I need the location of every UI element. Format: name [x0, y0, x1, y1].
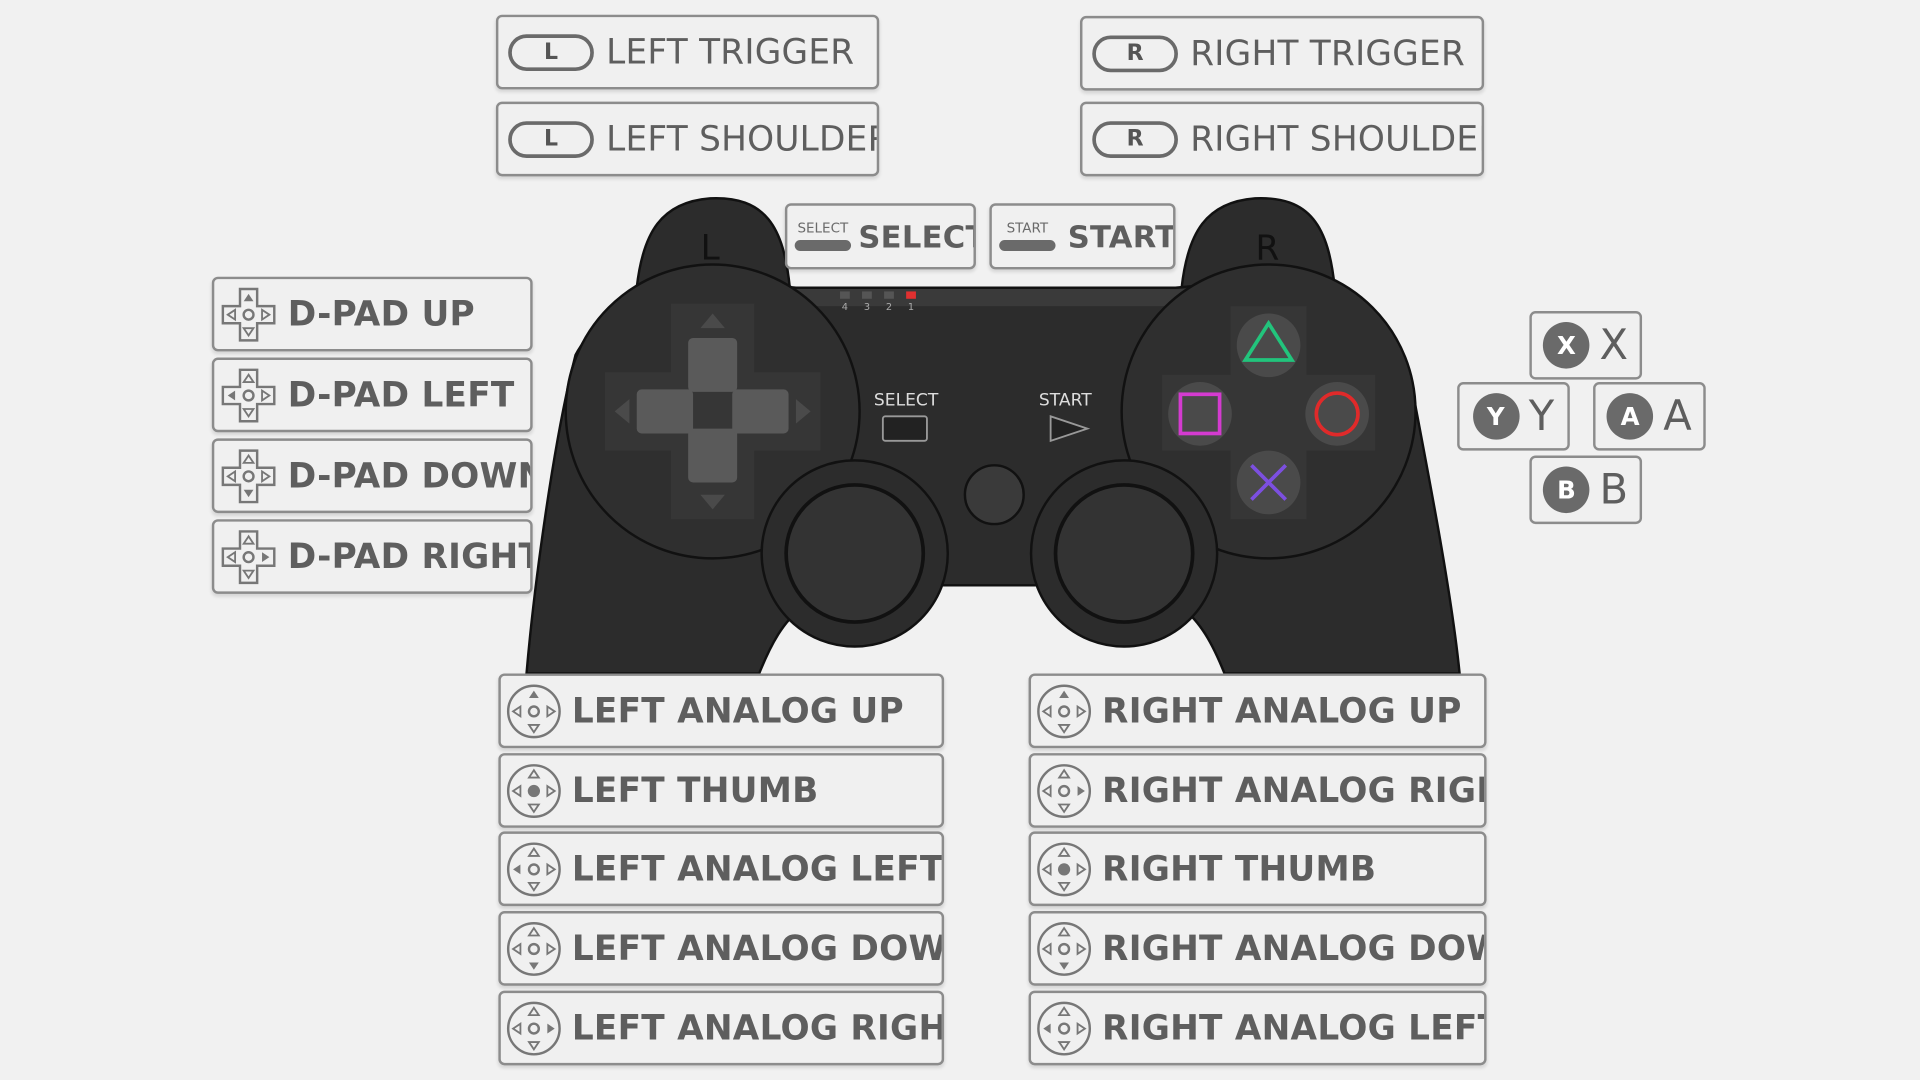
face-button-x[interactable]: X X [1529, 311, 1643, 380]
analog-down-icon [506, 921, 561, 976]
right-analog-left-label: RIGHT ANALOG LEFT [1102, 1007, 1487, 1049]
led-label-3: 3 [864, 302, 870, 313]
left-analog-left-button[interactable]: LEFT ANALOG LEFT [498, 831, 945, 907]
right-analog-right-button[interactable]: RIGHT ANALOG RIGHT [1028, 753, 1487, 828]
dpad-left-label: D-PAD LEFT [287, 374, 515, 416]
face-b-label: B [1599, 465, 1629, 515]
start-bar-icon [999, 240, 1056, 252]
dpad-down-label: D-PAD DOWN [287, 455, 533, 496]
face-x-label: X [1599, 320, 1629, 370]
right-analog-up-label: RIGHT ANALOG UP [1102, 690, 1462, 732]
face-button-y[interactable]: Y Y [1457, 382, 1570, 451]
led-label-4: 4 [842, 302, 848, 313]
analog-up-icon [506, 683, 561, 738]
dpad-down-button[interactable]: D-PAD DOWN [211, 438, 533, 514]
analog-right-icon [506, 1001, 561, 1055]
left-analog-left-label: LEFT ANALOG LEFT [571, 848, 944, 889]
b-badge-icon: B [1543, 466, 1590, 514]
right-analog-down-label: RIGHT ANALOG DOWN [1102, 928, 1484, 969]
left-trigger-label: LEFT TRIGGER [606, 31, 855, 73]
face-a-label: A [1663, 391, 1692, 441]
start-key-badge: START [999, 220, 1056, 252]
y-badge-icon: Y [1472, 393, 1520, 440]
left-analog-right-button[interactable]: LEFT ANALOG RIGHT [498, 990, 945, 1066]
right-analog-up-button[interactable]: RIGHT ANALOG UP [1028, 673, 1487, 749]
analog-right-icon [1037, 763, 1092, 818]
left-analog-up-label: LEFT ANALOG UP [571, 690, 904, 732]
left-analog-up-button[interactable]: LEFT ANALOG UP [498, 673, 945, 749]
dpad-up-button[interactable]: D-PAD UP [211, 276, 533, 352]
controller-start-text: START [1039, 390, 1092, 410]
dpad-right-label: D-PAD RIGHT [287, 536, 533, 577]
analog-down-icon [1037, 921, 1092, 976]
left-analog-down-button[interactable]: LEFT ANALOG DOWN [498, 911, 945, 986]
dpad-right-icon [221, 529, 276, 584]
controller-l-label: L [701, 229, 720, 269]
start-label: START [1067, 218, 1176, 255]
r-key-badge: R [1092, 34, 1178, 72]
select-button[interactable]: SELECT SELECT [784, 203, 976, 270]
start-small-label: START [1006, 220, 1049, 237]
face-button-a[interactable]: A A [1593, 382, 1706, 451]
select-key-badge: SELECT [794, 220, 852, 252]
l-key-badge: L [508, 33, 594, 71]
a-badge-icon: A [1606, 393, 1654, 440]
analog-press-icon [506, 763, 561, 818]
left-thumb-label: LEFT THUMB [571, 770, 819, 811]
controller-r-label: R [1255, 229, 1279, 269]
left-analog-down-label: LEFT ANALOG DOWN [571, 928, 945, 969]
left-shoulder-button[interactable]: L LEFT SHOULDER [495, 101, 880, 177]
left-thumb-button[interactable]: LEFT THUMB [498, 753, 945, 828]
left-analog-right-label: LEFT ANALOG RIGHT [571, 1007, 945, 1049]
select-bar-icon [794, 240, 852, 252]
analog-left-icon [506, 841, 561, 896]
left-trigger-button[interactable]: L LEFT TRIGGER [495, 14, 880, 90]
right-trigger-button[interactable]: R RIGHT TRIGGER [1080, 15, 1485, 91]
right-trigger-label: RIGHT TRIGGER [1190, 33, 1466, 74]
right-analog-left-button[interactable]: RIGHT ANALOG LEFT [1028, 990, 1487, 1066]
right-analog-right-label: RIGHT ANALOG RIGHT [1102, 770, 1487, 811]
face-button-b[interactable]: B B [1529, 455, 1643, 525]
right-shoulder-button[interactable]: R RIGHT SHOULDER [1080, 101, 1485, 177]
led-label-1: 1 [908, 302, 914, 313]
dpad-up-icon [221, 287, 276, 342]
dpad-right-button[interactable]: D-PAD RIGHT [211, 519, 533, 594]
l-key-badge: L [508, 120, 594, 158]
dpad-left-icon [221, 367, 276, 422]
select-label: SELECT [858, 218, 976, 255]
led-label-2: 2 [886, 302, 892, 313]
face-y-label: Y [1528, 391, 1555, 441]
dpad-down-icon [221, 448, 276, 503]
select-small-label: SELECT [797, 220, 849, 237]
dpad-up-label: D-PAD UP [287, 293, 475, 335]
start-button[interactable]: START START [989, 203, 1176, 270]
right-shoulder-label: RIGHT SHOULDER [1190, 118, 1485, 160]
analog-press-icon [1037, 841, 1092, 896]
right-thumb-button[interactable]: RIGHT THUMB [1028, 831, 1487, 907]
right-analog-down-button[interactable]: RIGHT ANALOG DOWN [1028, 911, 1487, 986]
analog-left-icon [1037, 1001, 1092, 1055]
x-badge-icon: X [1543, 322, 1590, 369]
controller-select-text: SELECT [874, 390, 939, 410]
left-shoulder-label: LEFT SHOULDER [606, 118, 880, 160]
r-key-badge: R [1092, 120, 1178, 158]
analog-up-icon [1037, 683, 1092, 738]
dpad-left-button[interactable]: D-PAD LEFT [211, 357, 533, 433]
right-thumb-label: RIGHT THUMB [1102, 848, 1377, 889]
